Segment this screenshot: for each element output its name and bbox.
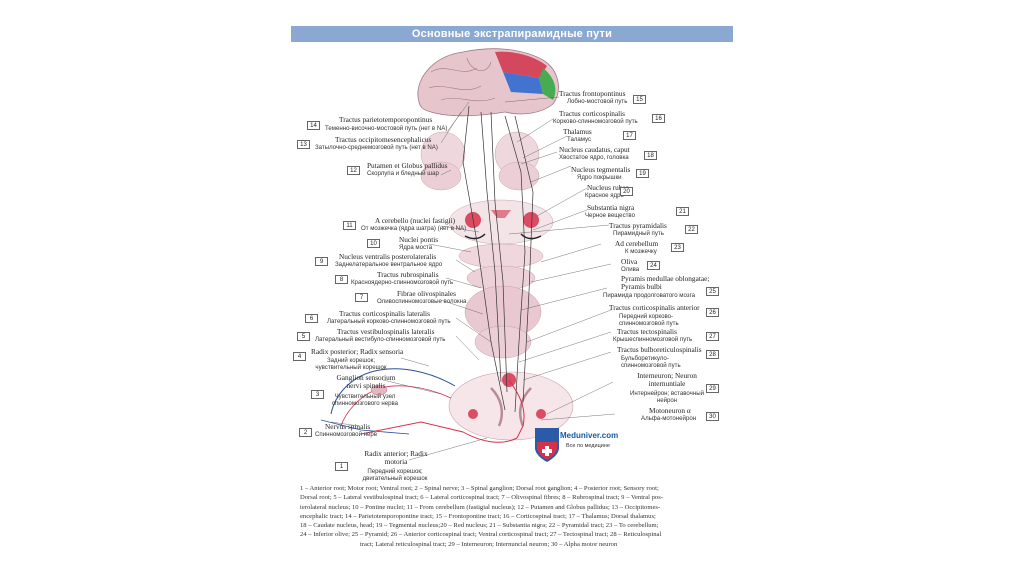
legend-line: 24 – Inferior olive; 25 – Pyramid; 26 – … xyxy=(300,531,662,539)
descending-tracts xyxy=(462,105,534,413)
watermark-tagline: Все по медицине xyxy=(566,443,610,449)
legend-line: Dorsal root; 5 – Lateral vestibulospinal… xyxy=(300,494,663,502)
extrapyramidal-pathways-diagram: Tractus frontopontinus Лобно-мостовой пу… xyxy=(291,42,733,484)
spinal-cord-section xyxy=(448,371,574,441)
diagram-title: Основные экстрапирамидные пути xyxy=(291,26,733,42)
watermark-logo xyxy=(535,428,559,462)
figure-legend: 1 – Anterior root; Motor root; Ventral r… xyxy=(300,484,732,549)
midbrain-section xyxy=(448,199,554,245)
anatomy-illustration xyxy=(320,48,616,462)
brain-illustration xyxy=(417,48,559,117)
legend-line: tract; Lateral reticulospinal tract; 29 … xyxy=(360,540,618,548)
leader-lines-left xyxy=(330,101,492,461)
legend-line: 1 – Anterior root; Motor root; Ventral r… xyxy=(300,485,659,492)
medulla-section xyxy=(464,285,542,359)
spinal-nerve xyxy=(320,368,456,435)
leader-lines-right xyxy=(504,96,616,421)
legend-line: terolateral nucleus; 10 – Pontine nuclei… xyxy=(300,503,661,511)
basal-ganglia-section xyxy=(420,131,540,191)
watermark-site-name: Meduniver.com xyxy=(560,431,619,440)
legend-line: 18 – Caudate nucleus, head; 19 – Tegment… xyxy=(300,522,659,530)
motor-fibres xyxy=(360,379,525,443)
legend-line: encephalic tract; 14 – Parietotemporopon… xyxy=(300,512,656,520)
